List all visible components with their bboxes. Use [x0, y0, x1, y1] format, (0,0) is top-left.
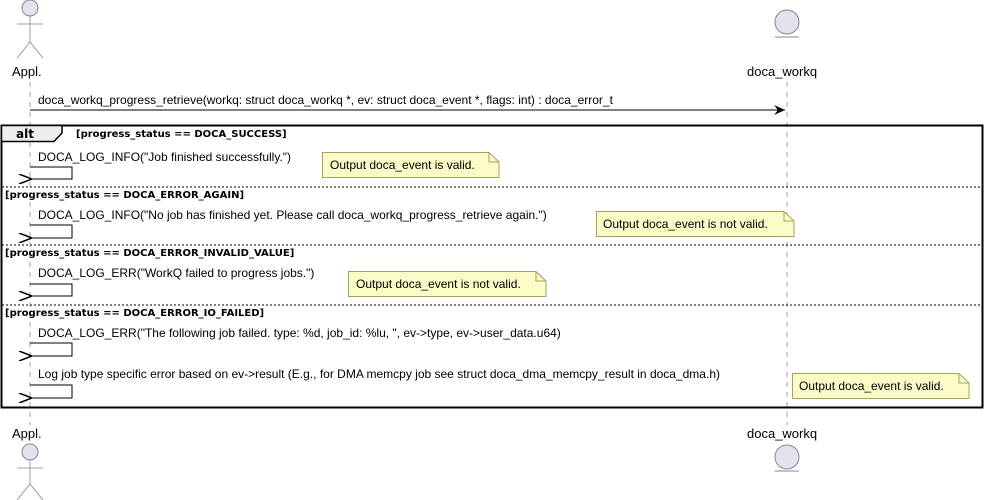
svg-text:Output doca_event is not valid: Output doca_event is not valid.: [356, 277, 521, 291]
svg-text:Output doca_event is not valid: Output doca_event is not valid.: [603, 217, 768, 231]
alt-tab: [0, 124, 63, 143]
participant-workq-top: doca_workq: [747, 64, 817, 79]
note: Output doca_event is valid.: [322, 152, 500, 178]
self-arrow: [30, 224, 73, 238]
actor-icon: [16, 0, 44, 59]
note: Output doca_event is not valid.: [596, 211, 795, 237]
participant-appl-top: Appl.: [12, 64, 42, 79]
self-message: DOCA_LOG_ERR("The following job failed. …: [38, 326, 561, 340]
call-message: doca_workq_progress_retrieve(workq: stru…: [38, 93, 614, 107]
self-message: DOCA_LOG_ERR("WorkQ failed to progress j…: [38, 266, 314, 280]
guard-invalid-value: [progress_status == DOCA_ERROR_INVALID_V…: [5, 248, 294, 259]
alt-label: alt: [16, 127, 34, 141]
participant-workq-bottom: doca_workq: [747, 426, 817, 441]
self-arrow: [30, 283, 73, 296]
guard-io-failed: [progress_status == DOCA_ERROR_IO_FAILED…: [5, 308, 264, 319]
entity-icon: [774, 444, 800, 472]
self-message: DOCA_LOG_INFO("No job has finished yet. …: [38, 208, 547, 222]
self-arrow: [30, 166, 73, 179]
participant-appl-bottom: Appl.: [12, 426, 42, 441]
self-message: Log job type specific error based on ev-…: [38, 367, 720, 381]
self-message: DOCA_LOG_INFO("Job finished successfully…: [38, 150, 291, 164]
guard-error-again: [progress_status == DOCA_ERROR_AGAIN]: [5, 190, 244, 201]
svg-text:Output doca_event is valid.: Output doca_event is valid.: [330, 158, 475, 172]
actor-icon: [16, 443, 44, 500]
self-arrow: [30, 342, 73, 356]
note: Output doca_event is valid.: [792, 373, 970, 399]
guard-success: [progress_status == DOCA_SUCCESS]: [76, 129, 287, 140]
self-arrow: [30, 384, 73, 398]
alt-frame: [0, 124, 984, 409]
note: Output doca_event is not valid.: [348, 271, 547, 297]
svg-text:Output doca_event is valid.: Output doca_event is valid.: [799, 379, 944, 393]
entity-icon: [774, 9, 800, 38]
